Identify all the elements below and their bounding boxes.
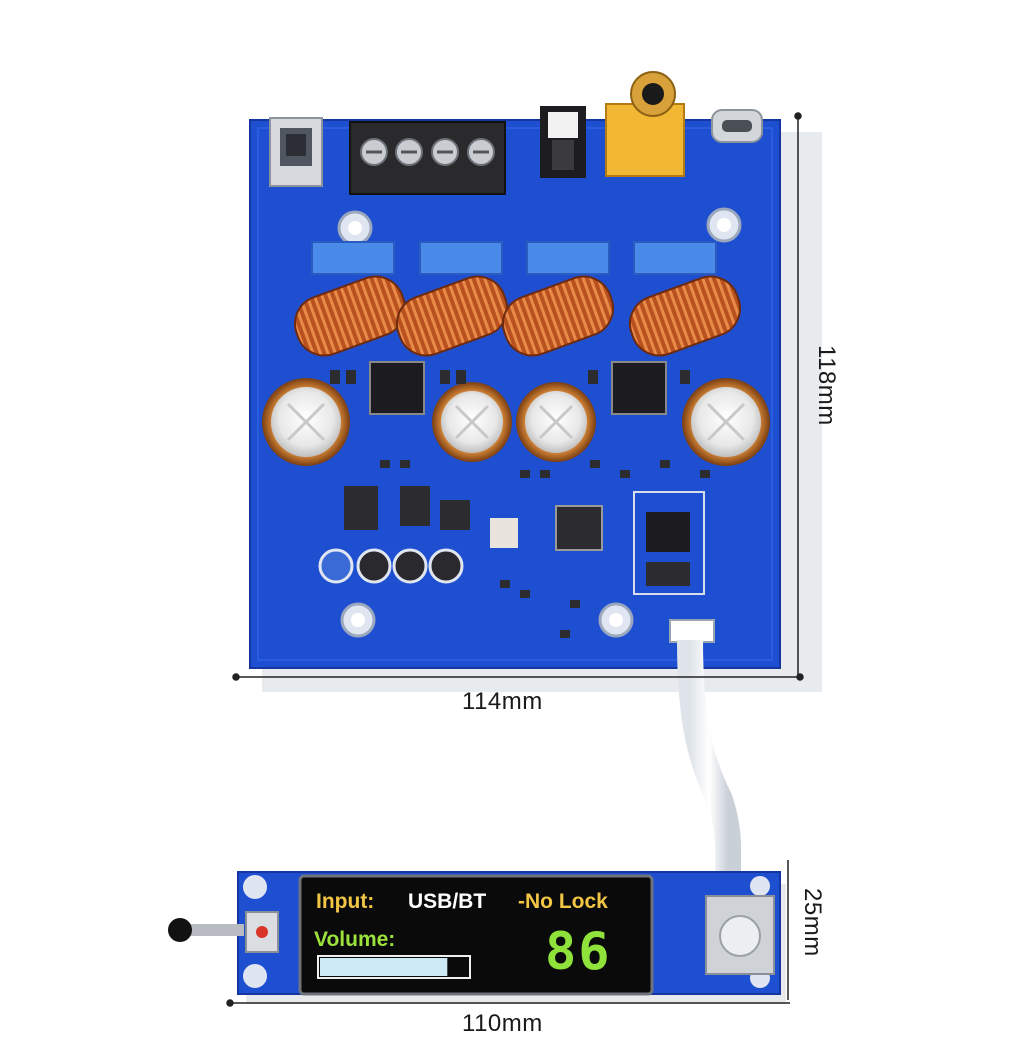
amp-chips	[369, 361, 667, 415]
volume-bar-fill	[320, 958, 448, 976]
bluetooth-module-icon	[633, 491, 705, 595]
oled-lock-status: -No Lock	[518, 890, 608, 913]
ribbon-connector-icon	[669, 619, 715, 643]
optical-input-icon	[540, 106, 586, 178]
capacitor-icon	[428, 548, 464, 584]
capacitor-icon	[516, 382, 596, 462]
pcb-outline	[257, 127, 773, 661]
capacitor-icon	[682, 378, 770, 466]
screw-terminal-icon	[349, 121, 506, 195]
film-capacitors	[311, 241, 717, 275]
capacitor-icon	[262, 378, 350, 466]
capacitor-icon	[392, 548, 428, 584]
toroid-inductors	[294, 275, 741, 357]
oled-input-label: Input:	[316, 890, 375, 913]
toroid-inductor-icon	[396, 275, 508, 357]
toroid-inductor-icon	[629, 275, 741, 357]
panel-width-label: 110mm	[462, 1010, 543, 1037]
rotary-encoder-icon	[705, 895, 775, 975]
toggle-switch-icon	[168, 911, 279, 953]
panel-height-label: 25mm	[799, 888, 826, 957]
ic-chip-icon	[369, 361, 425, 415]
panel-dimension-lines	[226, 860, 790, 1007]
small-caps	[318, 548, 464, 584]
board-height-label: 118mm	[813, 345, 840, 426]
capacitor-icon	[318, 548, 354, 584]
mounting-holes	[337, 207, 742, 638]
ribbon-cable-icon	[677, 639, 742, 873]
oled-volume-value: 86	[545, 922, 612, 982]
toroid-inductor-icon	[502, 275, 614, 357]
toroid-inductor-icon	[294, 275, 406, 357]
usb-c-port-icon	[711, 109, 763, 143]
ic-chip-icon	[611, 361, 667, 415]
board-width-label: 114mm	[462, 688, 543, 715]
capacitors	[262, 378, 770, 466]
capacitor-icon	[356, 548, 392, 584]
dimension-lines	[232, 112, 804, 681]
usb-b-port-icon	[269, 117, 323, 187]
capacitor-icon	[432, 382, 512, 462]
oled-input-value: USB/BT	[408, 890, 487, 913]
main-board	[249, 71, 781, 669]
small-components	[330, 370, 710, 638]
coax-input-icon	[605, 71, 685, 177]
control-panel	[168, 871, 786, 1004]
oled-volume-label: Volume:	[314, 928, 396, 951]
